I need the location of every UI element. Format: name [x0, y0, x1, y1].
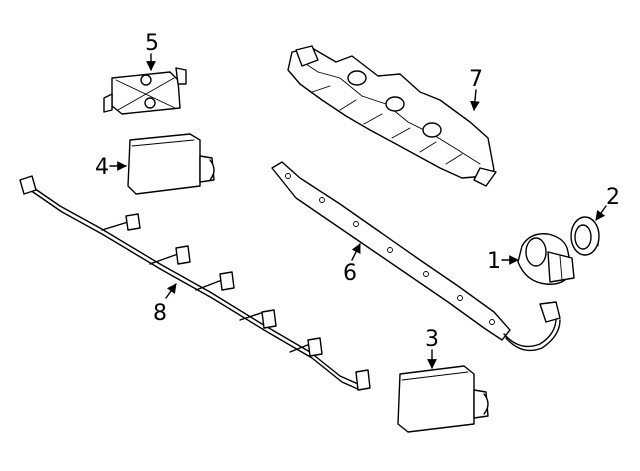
part-2-ring: [570, 216, 600, 256]
part-1-sensor: [517, 233, 575, 285]
part-8-harness: [19, 175, 371, 391]
callout-3: 3: [425, 327, 439, 369]
callout-7-label: 7: [469, 67, 483, 92]
callout-4-label: 4: [95, 155, 109, 180]
part-7-rail: [287, 45, 497, 187]
part-5-bracket: [103, 67, 187, 115]
callout-6: 6: [343, 243, 361, 286]
callout-1-label: 1: [487, 249, 501, 274]
callout-8-label: 8: [153, 301, 167, 326]
callout-2-label: 2: [606, 185, 620, 210]
callout-8: 8: [153, 283, 177, 326]
callout-5: 5: [145, 31, 159, 71]
part-6-wire-strip: [271, 161, 561, 352]
part-4-module: [127, 133, 215, 195]
callout-1: 1: [487, 249, 519, 274]
callout-7: 7: [469, 67, 483, 111]
callout-4: 4: [95, 155, 127, 180]
part-3-module: [397, 365, 489, 433]
callout-5-label: 5: [145, 31, 159, 56]
callout-6-label: 6: [343, 261, 357, 286]
callout-3-label: 3: [425, 327, 439, 352]
callout-2: 2: [595, 185, 620, 221]
